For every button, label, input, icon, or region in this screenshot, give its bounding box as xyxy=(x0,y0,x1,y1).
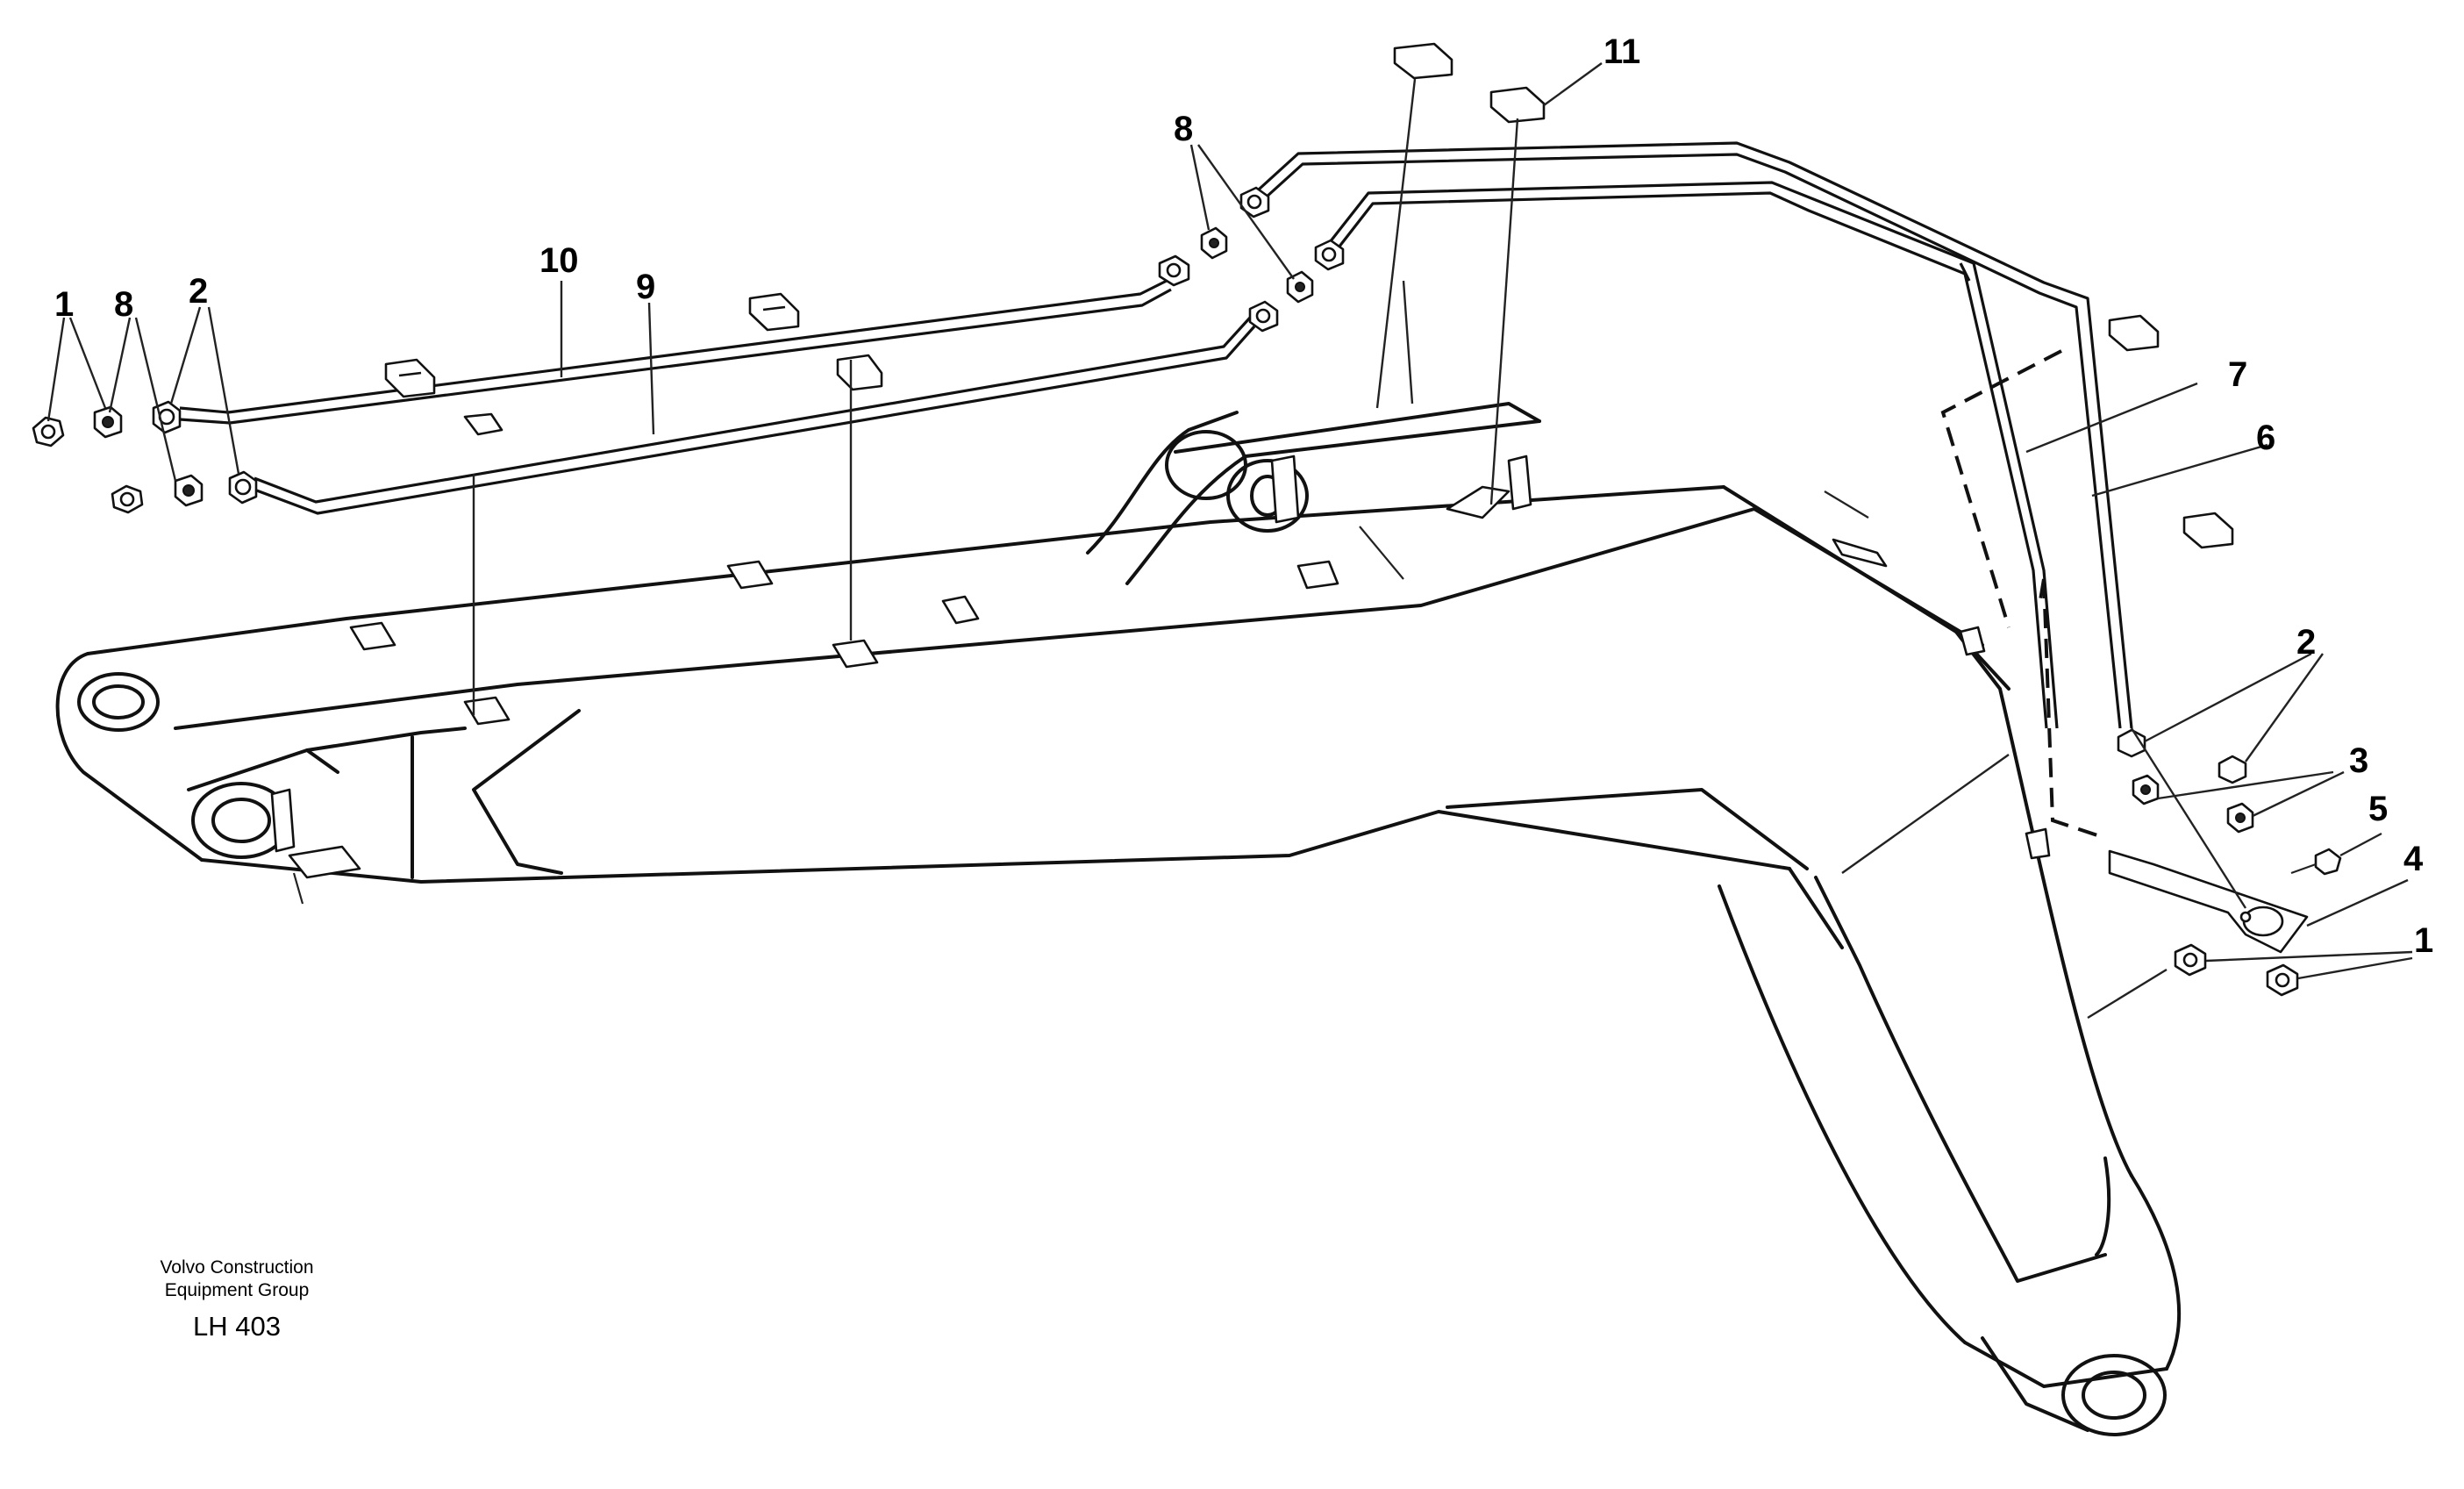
clamp xyxy=(2182,512,2234,549)
callout-11: 11 xyxy=(1603,32,1640,71)
caption-line-2: Equipment Group xyxy=(165,1280,310,1300)
clamp xyxy=(384,358,436,398)
clamp xyxy=(1489,86,1546,124)
clamp xyxy=(1270,455,1300,524)
callout-4: 4 xyxy=(2403,840,2424,878)
fittings-right xyxy=(2108,728,2342,997)
union xyxy=(2132,774,2160,805)
diagram-code: LH 403 xyxy=(193,1311,281,1342)
clamp xyxy=(1959,626,1986,656)
clamp xyxy=(463,412,504,436)
callout-7: 7 xyxy=(2228,355,2247,394)
callout-6: 6 xyxy=(2256,419,2275,457)
union xyxy=(174,474,204,507)
hydraulic-pipes xyxy=(179,141,2133,729)
union xyxy=(93,405,123,439)
callout-8-middle: 8 xyxy=(1174,110,1193,148)
clamp xyxy=(832,639,879,669)
clamp xyxy=(349,621,396,651)
clamp xyxy=(270,788,296,853)
clamp xyxy=(1393,42,1453,80)
clamp xyxy=(1832,538,1888,568)
nut xyxy=(2174,943,2207,977)
callout-2-right: 2 xyxy=(2296,623,2316,662)
clamp xyxy=(2025,827,2051,860)
nut xyxy=(228,470,258,505)
clamp xyxy=(288,845,361,905)
union xyxy=(2226,802,2254,834)
nut xyxy=(2218,755,2247,784)
nut xyxy=(2266,963,2299,997)
callout-3: 3 xyxy=(2349,741,2368,780)
nut xyxy=(1158,254,1190,287)
callout-1-left: 1 xyxy=(54,285,74,324)
callout-1-right: 1 xyxy=(2414,921,2433,960)
clamp xyxy=(748,292,800,332)
fittings-middle xyxy=(1158,186,1345,333)
nut xyxy=(1239,186,1270,218)
nut xyxy=(152,400,182,434)
callout-labels: 1 8 2 10 9 8 11 7 6 2 3 5 4 1 xyxy=(54,32,2433,960)
caption-line-1: Volvo Construction xyxy=(160,1257,313,1278)
clamp xyxy=(726,560,774,590)
nut xyxy=(32,416,65,447)
dashed-group-bracket xyxy=(1940,349,2106,840)
callout-9: 9 xyxy=(636,268,655,306)
clamp xyxy=(1296,560,1339,590)
clamp xyxy=(463,696,511,726)
leader-lines xyxy=(46,62,2413,1020)
pipe-clamps xyxy=(270,42,2234,905)
clamp xyxy=(941,595,980,625)
union xyxy=(1286,270,1314,304)
clamp xyxy=(1507,455,1532,511)
callout-5: 5 xyxy=(2368,790,2388,828)
callout-8-left: 8 xyxy=(114,285,133,324)
nut xyxy=(1248,300,1279,333)
publisher-caption: Volvo Construction Equipment Group LH 40… xyxy=(160,1257,313,1342)
nut xyxy=(111,484,144,514)
fittings-left xyxy=(32,400,258,514)
boom-structure xyxy=(55,402,2182,1436)
clamp xyxy=(836,354,883,391)
callout-10: 10 xyxy=(539,241,579,280)
bracket xyxy=(2108,849,2309,954)
nut xyxy=(1314,239,1345,271)
bolt xyxy=(2290,848,2342,876)
clamp xyxy=(1446,485,1511,519)
callout-2-left: 2 xyxy=(189,272,208,311)
union xyxy=(1200,226,1228,260)
clamp xyxy=(2108,314,2160,352)
